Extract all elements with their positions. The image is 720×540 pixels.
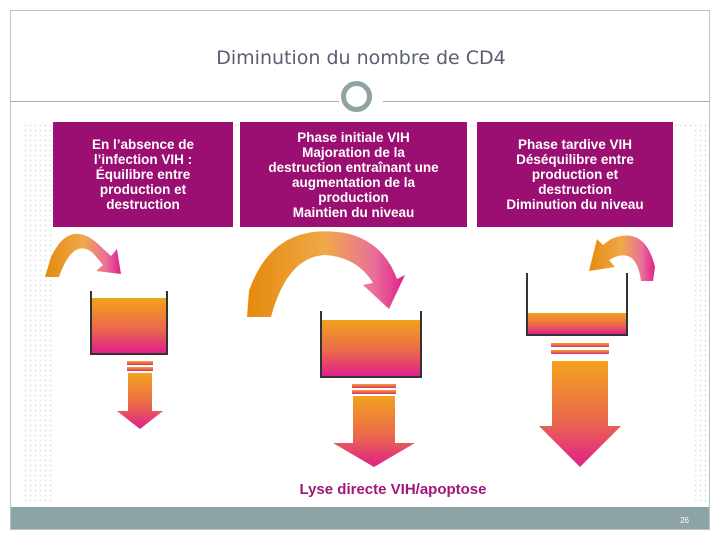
outlet-band-2a xyxy=(352,384,396,388)
destruction-arrow-2 xyxy=(333,396,415,467)
phase-2-line-3: destruction entraînant une xyxy=(268,159,439,175)
phase-2-line-5: production xyxy=(318,189,389,205)
slide-frame: Diminution du nombre de CD4 xyxy=(10,10,710,530)
cd4-level-3 xyxy=(528,313,626,334)
phase-header-initial: Phase initiale VIH Majoration de la dest… xyxy=(240,122,467,227)
phase-2-line-1: Phase initiale VIH xyxy=(297,129,410,145)
cd4-level-2 xyxy=(322,320,420,376)
phase-3-line-2: Déséquilibre entre xyxy=(516,152,634,167)
footer-bar: 26 xyxy=(11,507,709,529)
outlet-band-2b xyxy=(352,390,396,394)
outlet-band-1a xyxy=(127,361,153,365)
production-arrow-1 xyxy=(45,233,121,277)
outlet-band-3a xyxy=(551,343,609,347)
phase-2-line-2: Majoration de la xyxy=(302,144,405,160)
phase-1-line-1: En l’absence de xyxy=(91,137,195,152)
phase-3-line-3: production et xyxy=(531,167,619,182)
phase-1-line-5: destruction xyxy=(106,197,180,212)
page-number: 26 xyxy=(680,516,689,525)
destruction-arrow-1 xyxy=(117,373,163,429)
phase-3-line-5: Diminution du niveau xyxy=(506,197,644,212)
container-3-walls xyxy=(526,273,628,336)
outlet-band-1b xyxy=(127,367,153,371)
column-3-diagram xyxy=(526,235,655,467)
container-1-walls xyxy=(90,291,168,355)
container-2-walls xyxy=(320,311,422,378)
phase-header-late: Phase tardive VIH Déséquilibre entre pro… xyxy=(477,122,673,227)
phase-3-line-4: destruction xyxy=(538,182,612,197)
phase-1-line-3: Équilibre entre xyxy=(95,167,191,182)
phase-1-line-2: l’infection VIH : xyxy=(93,152,193,167)
production-arrow-3 xyxy=(589,235,655,281)
slide-title: Diminution du nombre de CD4 xyxy=(216,47,506,69)
column-1-diagram xyxy=(45,233,168,429)
phase-1-line-4: production et xyxy=(99,182,187,197)
phase-2-line-6: Maintien du niveau xyxy=(292,204,415,220)
outlet-band-3b xyxy=(551,350,609,354)
phase-3-line-1: Phase tardive VIH xyxy=(517,137,633,152)
cd4-balance-diagram xyxy=(45,231,655,467)
lysis-apoptosis-label: Lyse directe VIH/apoptose xyxy=(299,481,487,498)
title-divider-right xyxy=(383,101,709,102)
phase-header-absence: En l’absence de l’infection VIH : Équili… xyxy=(53,122,233,227)
divider-circle-ornament xyxy=(341,81,372,112)
title-divider-left xyxy=(11,101,339,102)
production-arrow-2 xyxy=(247,231,405,317)
destruction-arrow-3 xyxy=(539,361,621,467)
cd4-level-1 xyxy=(92,298,166,353)
column-2-diagram xyxy=(247,231,422,467)
phase-2-line-4: augmentation de la xyxy=(291,174,416,190)
